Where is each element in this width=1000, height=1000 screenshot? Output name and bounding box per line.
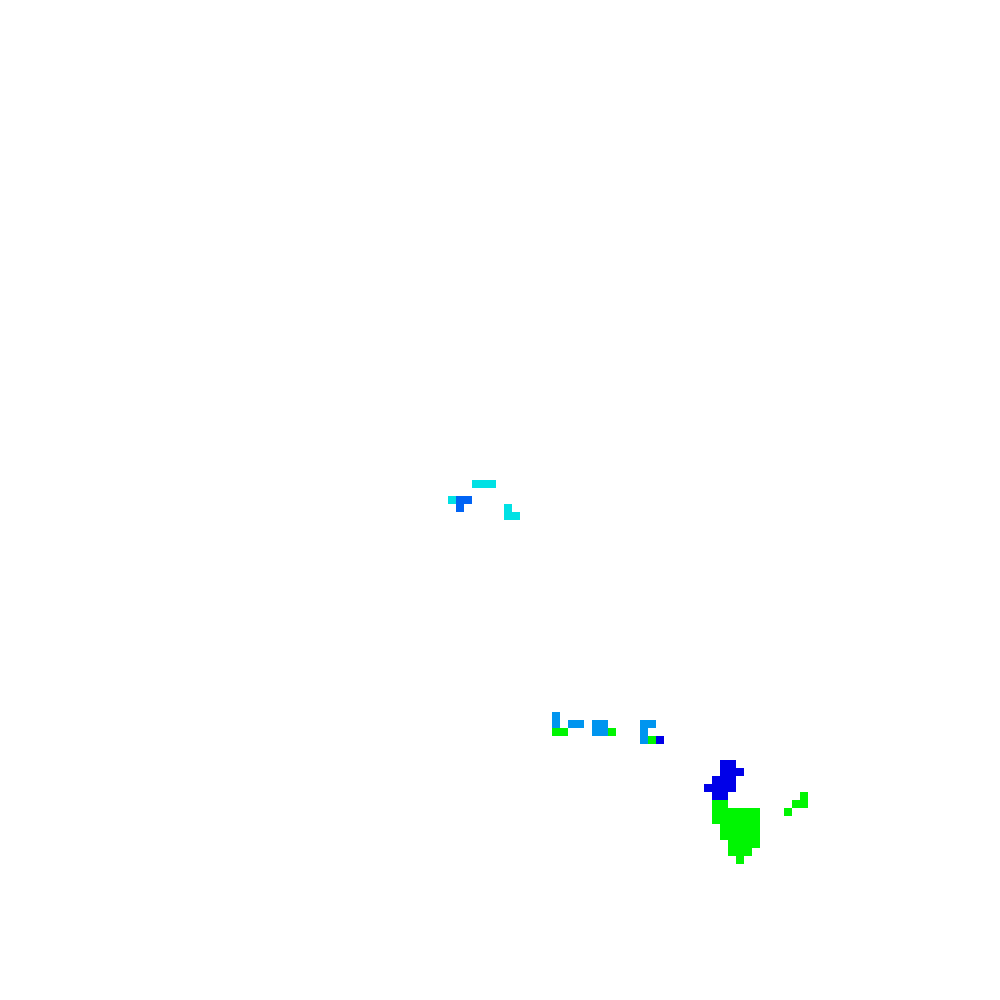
data-cell-green <box>728 840 760 848</box>
data-cell-sky-blue <box>568 720 584 728</box>
data-cell-cyan <box>448 496 456 504</box>
data-cell-mid-blue <box>456 496 472 504</box>
data-cell-mid-blue <box>456 504 464 512</box>
data-cell-sky-blue <box>592 728 600 736</box>
data-cell-green <box>712 808 760 816</box>
data-cell-blue <box>704 784 736 792</box>
data-cell-sky-blue <box>640 736 648 744</box>
data-cell-blue <box>720 768 744 776</box>
data-cells-layer <box>448 480 808 864</box>
data-cell-green <box>800 792 808 800</box>
data-cell-green <box>712 816 760 824</box>
data-cell-green <box>552 728 568 736</box>
data-cell-green <box>784 808 792 816</box>
data-cell-sky-blue <box>552 712 560 720</box>
data-cell-sky-blue <box>592 720 608 728</box>
data-cell-sky-blue <box>552 720 560 728</box>
data-cell-sky-blue <box>640 720 656 728</box>
data-cell-sky-blue <box>640 728 648 736</box>
data-cell-green <box>728 848 752 856</box>
data-cell-blue <box>656 736 664 744</box>
data-cell-cyan <box>472 480 496 488</box>
data-cell-green <box>608 728 616 736</box>
data-cell-sky-blue <box>600 728 608 736</box>
data-cell-blue <box>712 776 736 784</box>
data-cell-blue <box>712 792 728 800</box>
data-cell-green <box>648 736 656 744</box>
data-cell-green <box>720 824 760 832</box>
data-cell-green <box>736 856 744 864</box>
data-cell-blue <box>720 760 736 768</box>
data-cell-cyan <box>504 504 512 512</box>
data-cell-green <box>720 832 760 840</box>
data-cell-green <box>792 800 808 808</box>
data-cell-green <box>712 800 728 808</box>
data-cell-cyan <box>504 512 520 520</box>
